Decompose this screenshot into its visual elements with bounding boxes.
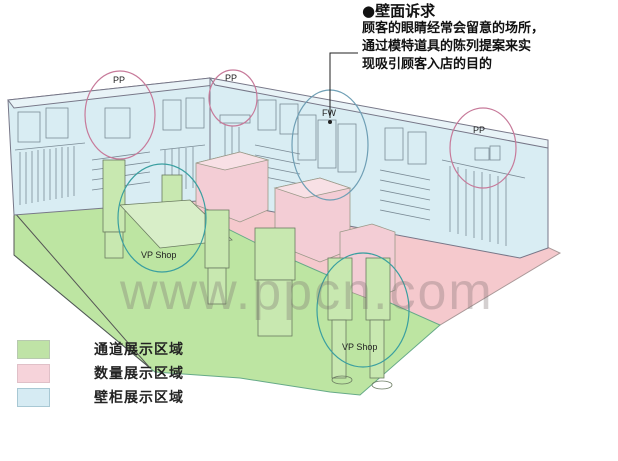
pp-circle-1 bbox=[84, 70, 156, 160]
callout-line: 现吸引顾客入店的目的 bbox=[362, 57, 493, 72]
vp-circle-2 bbox=[316, 252, 410, 368]
legend-label: 壁柜展示区域 bbox=[94, 390, 184, 406]
pp-label: PP bbox=[113, 75, 126, 85]
legend-label: 数量展示区域 bbox=[94, 366, 184, 382]
callout-leader-line bbox=[329, 52, 358, 118]
legend-item-wall: 壁柜展示区域 bbox=[17, 385, 184, 409]
pink-swatch-icon bbox=[17, 363, 50, 383]
callout-line: 顾客的眼睛经常会留意的场所， bbox=[362, 21, 545, 36]
callout-line: 通过模特道具的陈列提案来实 bbox=[362, 39, 532, 54]
legend-item-aisle: 通道展示区域 bbox=[17, 337, 184, 361]
pp-label: PP bbox=[225, 73, 238, 83]
fw-label: FW bbox=[322, 108, 336, 118]
callout-title: ●壁面诉求 bbox=[362, 2, 436, 20]
legend: 通道展示区域 数量展示区域 壁柜展示区域 bbox=[17, 337, 184, 409]
vp-circle-1 bbox=[117, 163, 207, 273]
wall-appeal-callout: ●壁面诉求 顾客的眼睛经常会留意的场所， 通过模特道具的陈列提案来实 现吸引顾客… bbox=[362, 2, 544, 74]
legend-item-volume: 数量展示区域 bbox=[17, 361, 184, 385]
vp-shop-label: VP Shop bbox=[141, 250, 177, 260]
watermark: www.ppcn.com bbox=[120, 263, 494, 321]
pp-circle-2 bbox=[208, 69, 258, 127]
legend-label: 通道展示区域 bbox=[94, 342, 184, 358]
pp-label: PP bbox=[473, 125, 486, 135]
blue-swatch-icon bbox=[17, 387, 50, 407]
vp-shop-label: VP Shop bbox=[342, 342, 378, 352]
green-swatch-icon bbox=[17, 339, 50, 359]
pp-circle-3 bbox=[449, 107, 517, 189]
